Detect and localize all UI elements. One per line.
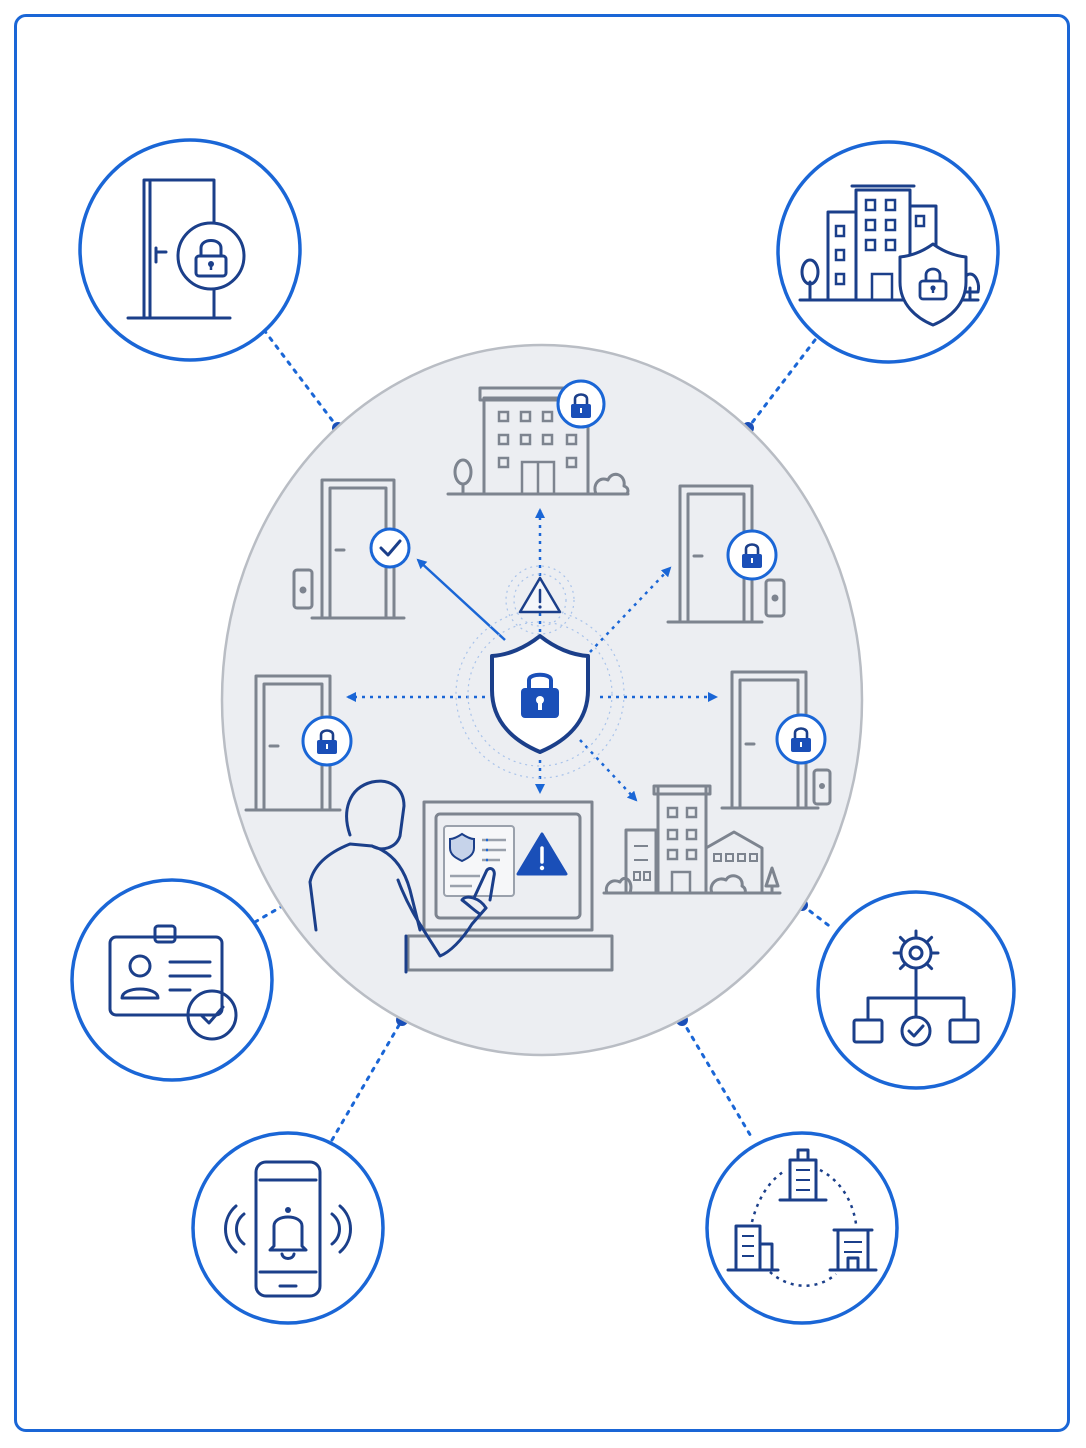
shield-rings — [455, 565, 625, 779]
connector-secure-buildings — [746, 338, 817, 430]
multi-site-network-icon — [705, 1131, 899, 1325]
arrow-to-campus — [579, 739, 638, 802]
outer-frame — [14, 14, 1070, 1432]
id-badge-verified-icon — [70, 878, 274, 1082]
site-building-left — [726, 1224, 780, 1272]
connector-workflow — [800, 903, 834, 930]
secure-buildings-icon — [776, 140, 1000, 364]
door-verified-icon — [292, 478, 411, 620]
operator-at-laptop-icon — [308, 779, 614, 974]
site-building-top — [778, 1148, 828, 1202]
door-locked-lower-right-icon — [720, 670, 832, 810]
door-locked-left-icon — [244, 674, 353, 812]
connector-door-lock — [262, 328, 340, 430]
door-lock-icon — [78, 138, 302, 362]
workflow-settings-icon — [816, 890, 1016, 1090]
site-building-right — [828, 1228, 878, 1272]
phone-alert-icon — [191, 1131, 385, 1325]
shield-lock-icon — [490, 634, 590, 754]
central-hub — [220, 343, 864, 1057]
door-locked-right-icon — [666, 484, 786, 624]
hub-arrows — [346, 508, 718, 802]
hq-building-lock-icon — [446, 379, 630, 496]
campus-buildings-icon — [602, 784, 782, 895]
connector-multi-site — [680, 1018, 754, 1140]
warning-icon — [518, 576, 562, 614]
connector-phone-alert — [330, 1018, 404, 1142]
connectors — [253, 328, 834, 1142]
arrow-to-right-door — [589, 566, 672, 653]
